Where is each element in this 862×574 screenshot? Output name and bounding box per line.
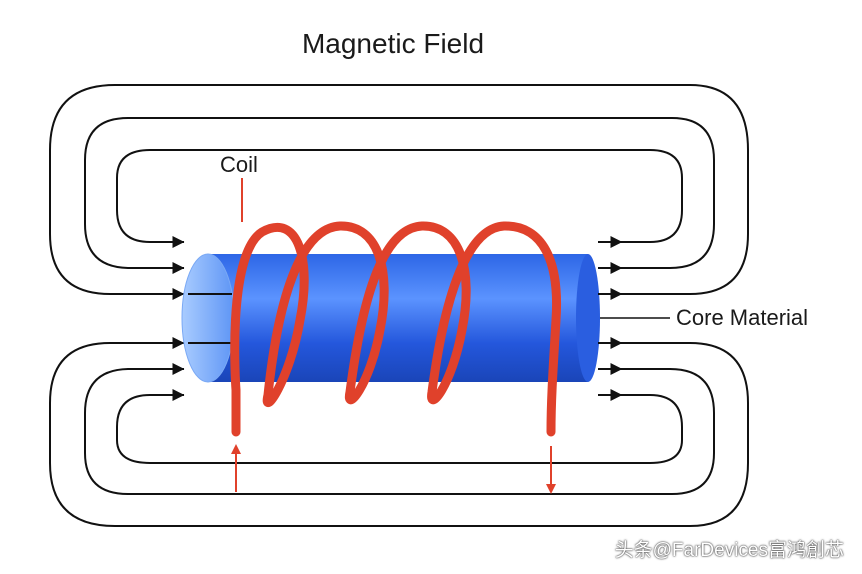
field-lines-lower <box>49 342 749 527</box>
diagram-title: Magnetic Field <box>301 28 485 59</box>
watermark: 头条@FarDevices富鸿創芯 <box>614 540 844 561</box>
core-material-label: Core Material <box>676 305 809 330</box>
field-lines-exiting <box>598 236 623 401</box>
field-lines-through-core <box>188 293 232 344</box>
coil-label: Coil <box>220 152 258 177</box>
field-lines-entering <box>172 236 185 401</box>
field-lines-upper <box>49 84 749 295</box>
coil-winding <box>230 221 562 437</box>
